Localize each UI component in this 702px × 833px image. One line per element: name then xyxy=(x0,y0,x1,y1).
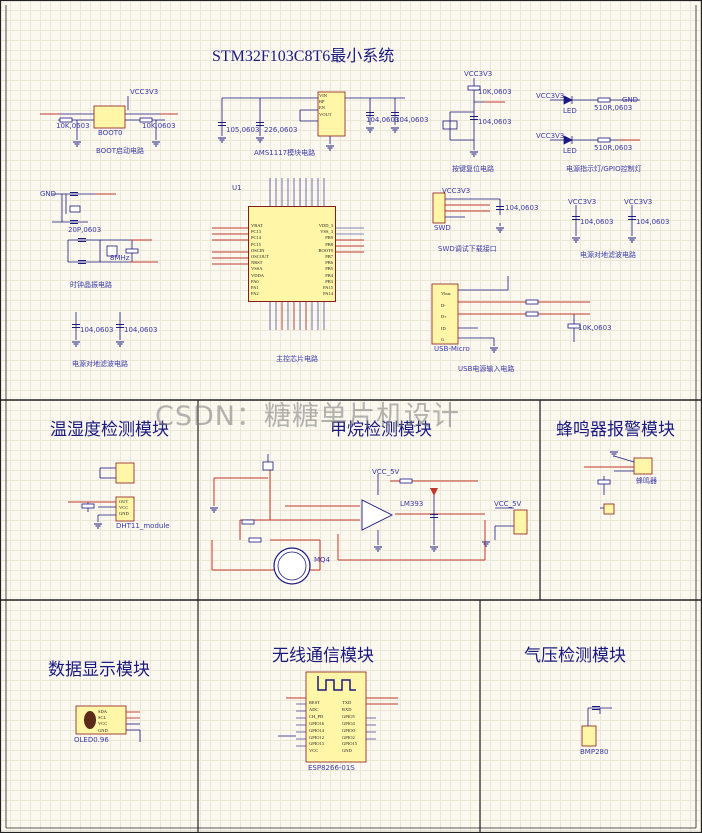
led-r2: 510R,0603 xyxy=(594,144,633,152)
section-reset: 按键复位电路 xyxy=(452,165,494,173)
filter-r-c4: 104,0603 xyxy=(636,218,670,226)
reset-r2: 10K,0603 xyxy=(478,88,512,96)
led-d2-label: LED xyxy=(563,147,577,155)
section-clock: 时钟晶振电路 xyxy=(70,281,112,289)
boot-r-right: 10K,0603 xyxy=(142,122,176,130)
led-vcc-1: VCC3V3 xyxy=(536,92,565,100)
filter-l-c10: 104,0603 xyxy=(80,326,114,334)
buzzer-part: 蜂鸣器 xyxy=(636,477,657,485)
clock-gnd: GND xyxy=(40,190,57,198)
boot-ref: BOOT0 xyxy=(98,129,123,137)
esp-part: ESP8266-01S xyxy=(308,764,355,772)
swd-part: SWD xyxy=(434,224,451,232)
module-pressure: 气压检测模块 xyxy=(524,646,626,666)
section-filter-right: 电源对地滤波电路 xyxy=(580,251,636,259)
filter-r-c3: 104,0603 xyxy=(580,218,614,226)
watermark: CSDN：糖糖单片机设计 xyxy=(155,401,460,432)
boot-r-left: 10K,0603 xyxy=(56,122,90,130)
module-display: 数据显示模块 xyxy=(48,660,150,680)
led-d1-label: LED xyxy=(563,107,577,115)
usb-r3: 10K,0603 xyxy=(578,324,612,332)
filter-r-vcc1: VCC3V3 xyxy=(568,198,597,206)
module-temp-humidity: 温湿度检测模块 xyxy=(50,420,169,440)
usb-part: USB-Micro xyxy=(434,345,470,353)
main-title: STM32F103C8T6最小系统 xyxy=(212,48,395,65)
section-mcu: 主控芯片电路 xyxy=(276,355,318,363)
ams-c6: 104,0603 xyxy=(366,116,400,124)
crystal-label: 8MHz xyxy=(110,254,130,262)
section-led: 电源指示灯/GPIO控制灯 xyxy=(566,165,642,173)
module-wireless: 无线通信模块 xyxy=(272,646,374,666)
swd-cap: 104,0603 xyxy=(505,204,539,212)
section-filter-left: 电源对地滤波电路 xyxy=(72,360,128,368)
section-ams1117: AMS1117模块电路 xyxy=(254,149,316,157)
smoke-vcc-2: VCC_5V xyxy=(494,500,522,508)
oled-part: OLED0.96 xyxy=(74,736,109,744)
smoke-vcc: VCC_5V xyxy=(372,468,400,476)
mq-part: MQ4 xyxy=(314,556,331,564)
led-gnd: GND xyxy=(622,96,639,104)
section-usb: USB电源输入电路 xyxy=(458,365,515,373)
section-swd: SWD调试下载接口 xyxy=(438,245,497,253)
section-boot: BOOT启动电路 xyxy=(96,147,144,155)
reset-vcc: VCC3V3 xyxy=(464,70,493,78)
boot-vcc: VCC3V3 xyxy=(130,88,159,96)
module-buzzer: 蜂鸣器报警模块 xyxy=(556,420,675,440)
filter-l-c11: 104,0603 xyxy=(124,326,158,334)
led-vcc-2: VCC3V3 xyxy=(536,132,565,140)
clock-c2: 20P,0603 xyxy=(68,226,102,234)
ams-c7: 226,0603 xyxy=(264,126,298,134)
swd-vcc: VCC3V3 xyxy=(442,187,471,195)
reset-c2: 104,0603 xyxy=(478,118,512,126)
lm393-part: LM393 xyxy=(400,500,424,508)
filter-r-vcc2: VCC3V3 xyxy=(624,198,653,206)
led-r1: 510R,0603 xyxy=(594,104,633,112)
mcu-ref: U1 xyxy=(232,184,242,192)
dht-part: DHT11_module xyxy=(116,522,170,530)
ams-c5: 105,0603 xyxy=(226,126,260,134)
bmp-part: BMP280 xyxy=(580,748,609,756)
ams-c8: 104,0603 xyxy=(395,116,429,124)
module-smoke: 甲烷检测模块 xyxy=(330,420,432,440)
